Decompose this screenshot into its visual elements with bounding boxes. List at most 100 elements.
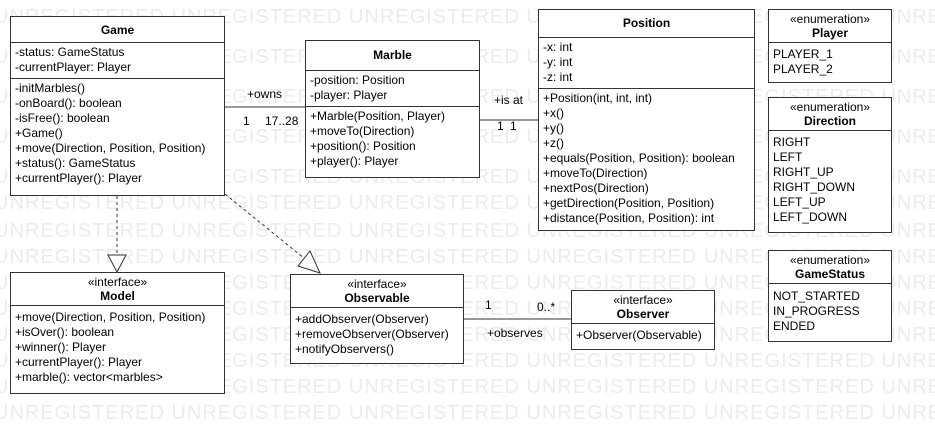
method: +currentPlayer(): Player [15, 171, 143, 185]
realization-observable[interactable] [224, 193, 306, 260]
attribute: -player: Player [310, 88, 388, 102]
is-at-target-multiplicity: 1 [510, 119, 517, 133]
class-marble[interactable]: Marble -position: Position -player: Play… [305, 40, 480, 178]
method: +moveTo(Direction) [543, 166, 648, 180]
class-marble-methods: +Marble(Position, Player) +moveTo(Direct… [306, 107, 479, 172]
method: +move(Direction, Position, Position) [15, 310, 206, 324]
observes-source-multiplicity: 1 [485, 298, 492, 312]
method: +distance(Position, Position): int [543, 211, 715, 225]
enum-value: IN_PROGRESS [773, 304, 860, 318]
enum-value: RIGHT_UP [773, 165, 834, 179]
method: -onBoard(): boolean [15, 96, 122, 110]
enum-value: RIGHT [773, 135, 811, 149]
class-game-attributes: -status: GameStatus -currentPlayer: Play… [11, 43, 224, 79]
method: +notifyObservers() [295, 342, 395, 356]
interface-observer-header: «interface» Observer [572, 291, 714, 324]
attribute: -position: Position [310, 73, 405, 87]
method: +getDirection(Position, Position) [543, 196, 715, 210]
observes-target-multiplicity: 0..* [537, 300, 556, 314]
method: +Marble(Position, Player) [310, 109, 446, 123]
is-at-label: +is at [494, 93, 524, 107]
method: +currentPlayer(): Player [15, 355, 143, 369]
stereotype: «interface» [613, 293, 673, 307]
method: -initMarbles() [15, 81, 86, 95]
observes-label: +observes [487, 326, 543, 340]
class-game-methods: -initMarbles() -onBoard(): boolean -isFr… [11, 79, 224, 189]
attribute: -y: int [543, 55, 573, 69]
class-game[interactable]: Game -status: GameStatus -currentPlayer:… [10, 16, 225, 196]
enum-player-values: PLAYER_1 PLAYER_2 [769, 43, 891, 80]
method: +removeObserver(Observer) [295, 327, 449, 341]
enum-gamestatus[interactable]: «enumeration» GameStatus NOT_STARTED IN_… [768, 250, 892, 342]
interface-observable-methods: +addObserver(Observer) +removeObserver(O… [291, 308, 463, 360]
owns-label: +owns [247, 87, 283, 101]
class-name: Player [811, 26, 849, 40]
method: +Observer(Observable) [576, 328, 702, 342]
attribute: -currentPlayer: Player [15, 60, 132, 74]
is-at-source-multiplicity: 1 [497, 119, 504, 133]
method: +status(): GameStatus [15, 156, 136, 170]
method: +winner(): Player [15, 340, 107, 354]
class-name: Game [100, 23, 135, 37]
method: +isOver(): boolean [15, 325, 115, 339]
stereotype: «enumeration» [789, 253, 871, 267]
class-position-methods: +Position(int, int, int) +x() +y() +z() … [539, 89, 754, 229]
owns-target-multiplicity: 17..28 [265, 114, 299, 128]
enum-value: LEFT [773, 150, 803, 164]
class-name: Model [100, 289, 135, 303]
method: +y() [543, 121, 564, 135]
enum-direction[interactable]: «enumeration» Direction RIGHT LEFT RIGHT… [768, 97, 892, 233]
enum-player-header: «enumeration» Player [769, 10, 891, 43]
method: -isFree(): boolean [15, 111, 110, 125]
interface-model[interactable]: «interface» Model +move(Direction, Posit… [10, 272, 225, 394]
class-name: Marble [373, 48, 412, 62]
enum-player[interactable]: «enumeration» Player PLAYER_1 PLAYER_2 [768, 9, 892, 83]
interface-observer[interactable]: «interface» Observer +Observer(Observabl… [571, 290, 715, 350]
class-game-header: Game [11, 17, 224, 43]
attribute: -x: int [543, 40, 573, 54]
enum-value: PLAYER_2 [773, 62, 833, 76]
enum-gamestatus-values: NOT_STARTED IN_PROGRESS ENDED [769, 284, 891, 337]
owns-source-multiplicity: 1 [243, 114, 250, 128]
interface-model-header: «interface» Model [11, 273, 224, 306]
enum-value: ENDED [773, 319, 816, 333]
method: +addObserver(Observer) [295, 312, 429, 326]
class-position-header: Position [539, 10, 754, 38]
enum-direction-values: RIGHT LEFT RIGHT_UP RIGHT_DOWN LEFT_UP L… [769, 131, 891, 228]
method: +player(): Player [310, 154, 399, 168]
method: +move(Direction, Position, Position) [15, 141, 206, 155]
realization-model-arrowhead [107, 254, 127, 274]
interface-observer-methods: +Observer(Observable) [572, 324, 714, 346]
method: +position(): Position [310, 139, 416, 153]
interface-observable[interactable]: «interface» Observable +addObserver(Obse… [290, 274, 464, 364]
method: +equals(Position, Position): boolean [543, 151, 735, 165]
class-marble-header: Marble [306, 41, 479, 71]
class-marble-attributes: -position: Position -player: Player [306, 71, 479, 107]
method: +x() [543, 106, 564, 120]
attribute: -z: int [543, 70, 573, 84]
class-position[interactable]: Position -x: int -y: int -z: int +Positi… [538, 9, 755, 231]
realization-observable-arrowhead [297, 250, 321, 274]
method: +Position(int, int, int) [543, 91, 653, 105]
attribute: -status: GameStatus [15, 45, 125, 59]
class-name: Direction [803, 114, 856, 128]
stereotype: «interface» [87, 275, 148, 289]
method: +marble(): vector<marbles> [15, 370, 163, 384]
enum-value: LEFT_DOWN [773, 210, 848, 224]
method: +moveTo(Direction) [310, 124, 415, 138]
enum-direction-header: «enumeration» Direction [769, 98, 891, 131]
class-name: Observer [616, 307, 670, 321]
enum-value: RIGHT_DOWN [773, 180, 855, 194]
enum-value: NOT_STARTED [773, 289, 860, 303]
enum-gamestatus-header: «enumeration» GameStatus [769, 251, 891, 284]
method: +nextPos(Direction) [543, 181, 649, 195]
stereotype: «enumeration» [789, 12, 871, 26]
class-name: Position [622, 16, 671, 30]
stereotype: «enumeration» [789, 100, 871, 114]
method: +z() [543, 136, 564, 150]
interface-model-methods: +move(Direction, Position, Position) +is… [11, 306, 224, 388]
class-name: GameStatus [794, 267, 866, 281]
class-name: Observable [344, 291, 410, 305]
stereotype: «interface» [347, 277, 407, 291]
